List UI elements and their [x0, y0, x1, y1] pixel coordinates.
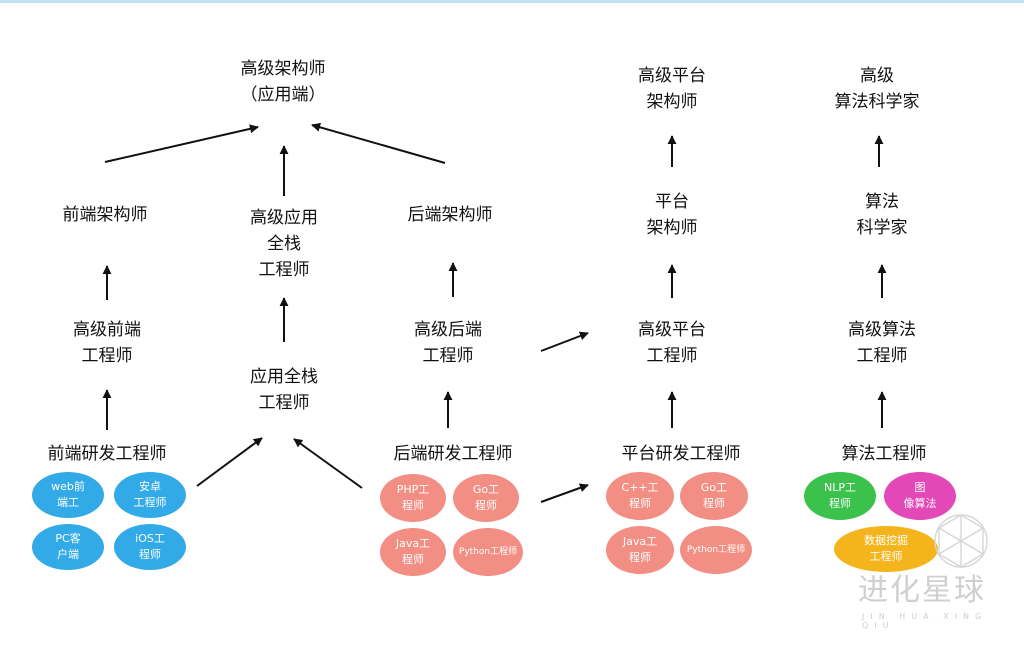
pill-ios: iOS工 程师: [114, 524, 186, 570]
planet-logo-icon: [934, 514, 988, 568]
pill-python-backend: Python工程师: [453, 528, 523, 576]
node-platform-dev: 平台研发工程师: [621, 444, 741, 464]
node-platform-architect: 平台 架构师: [646, 192, 698, 238]
node-senior-fullstack: 高级应用 全栈 工程师: [250, 208, 318, 280]
node-senior-algo-scientist: 高级 算法科学家: [834, 66, 920, 112]
edge-backend-dev-to-platform-dev: [540, 483, 589, 503]
node-algo-scientist: 算法 科学家: [856, 192, 908, 238]
pill-nlp: NLP工 程师: [804, 472, 876, 520]
node-frontend-dev: 前端研发工程师: [47, 444, 167, 464]
edge-frontend-dev-to-fullstack: [196, 437, 263, 487]
edge-backend-architect-to-senior-app-architect: [311, 122, 446, 164]
pill-image-algo: 图 像算法: [884, 472, 956, 520]
node-senior-app-architect: 高级架构师 （应用端）: [240, 59, 326, 105]
pill-web-frontend: web前 端工: [32, 472, 104, 518]
top-border: [0, 0, 1024, 3]
pill-go-backend: Go工 程师: [453, 474, 519, 522]
pill-android: 安卓 工程师: [114, 472, 186, 518]
watermark-subtext: JIN HUA XING QIU: [862, 612, 988, 630]
edge-backend-dev-to-fullstack: [293, 438, 363, 489]
pill-data-mining: 数据挖掘 工程师: [834, 526, 938, 572]
node-senior-platform-architect: 高级平台 架构师: [638, 66, 706, 112]
node-algo-dev: 算法工程师: [841, 444, 927, 464]
node-senior-platform: 高级平台 工程师: [638, 320, 706, 366]
edge-frontend-architect-to-senior-app-architect: [104, 124, 259, 163]
node-frontend-architect: 前端架构师: [62, 205, 148, 225]
node-senior-backend: 高级后端 工程师: [414, 320, 482, 366]
node-senior-algo: 高级算法 工程师: [848, 320, 916, 366]
node-fullstack: 应用全栈 工程师: [250, 367, 318, 413]
pill-go-platform: Go工 程师: [680, 472, 748, 520]
pill-java-backend: Java工 程师: [380, 528, 446, 576]
watermark-text: 进化星球: [858, 573, 986, 608]
node-backend-dev: 后端研发工程师: [393, 444, 513, 464]
pill-cpp: C++工 程师: [606, 472, 674, 520]
node-backend-architect: 后端架构师: [407, 205, 493, 225]
edge-senior-backend-to-senior-platform: [540, 331, 589, 352]
pill-python-platform: Python工程师: [680, 526, 752, 574]
node-senior-frontend: 高级前端 工程师: [73, 320, 141, 366]
pill-php: PHP工 程师: [380, 474, 446, 522]
pill-java-platform: Java工 程师: [606, 526, 674, 574]
pill-pc-client: PC客 户端: [32, 524, 104, 570]
